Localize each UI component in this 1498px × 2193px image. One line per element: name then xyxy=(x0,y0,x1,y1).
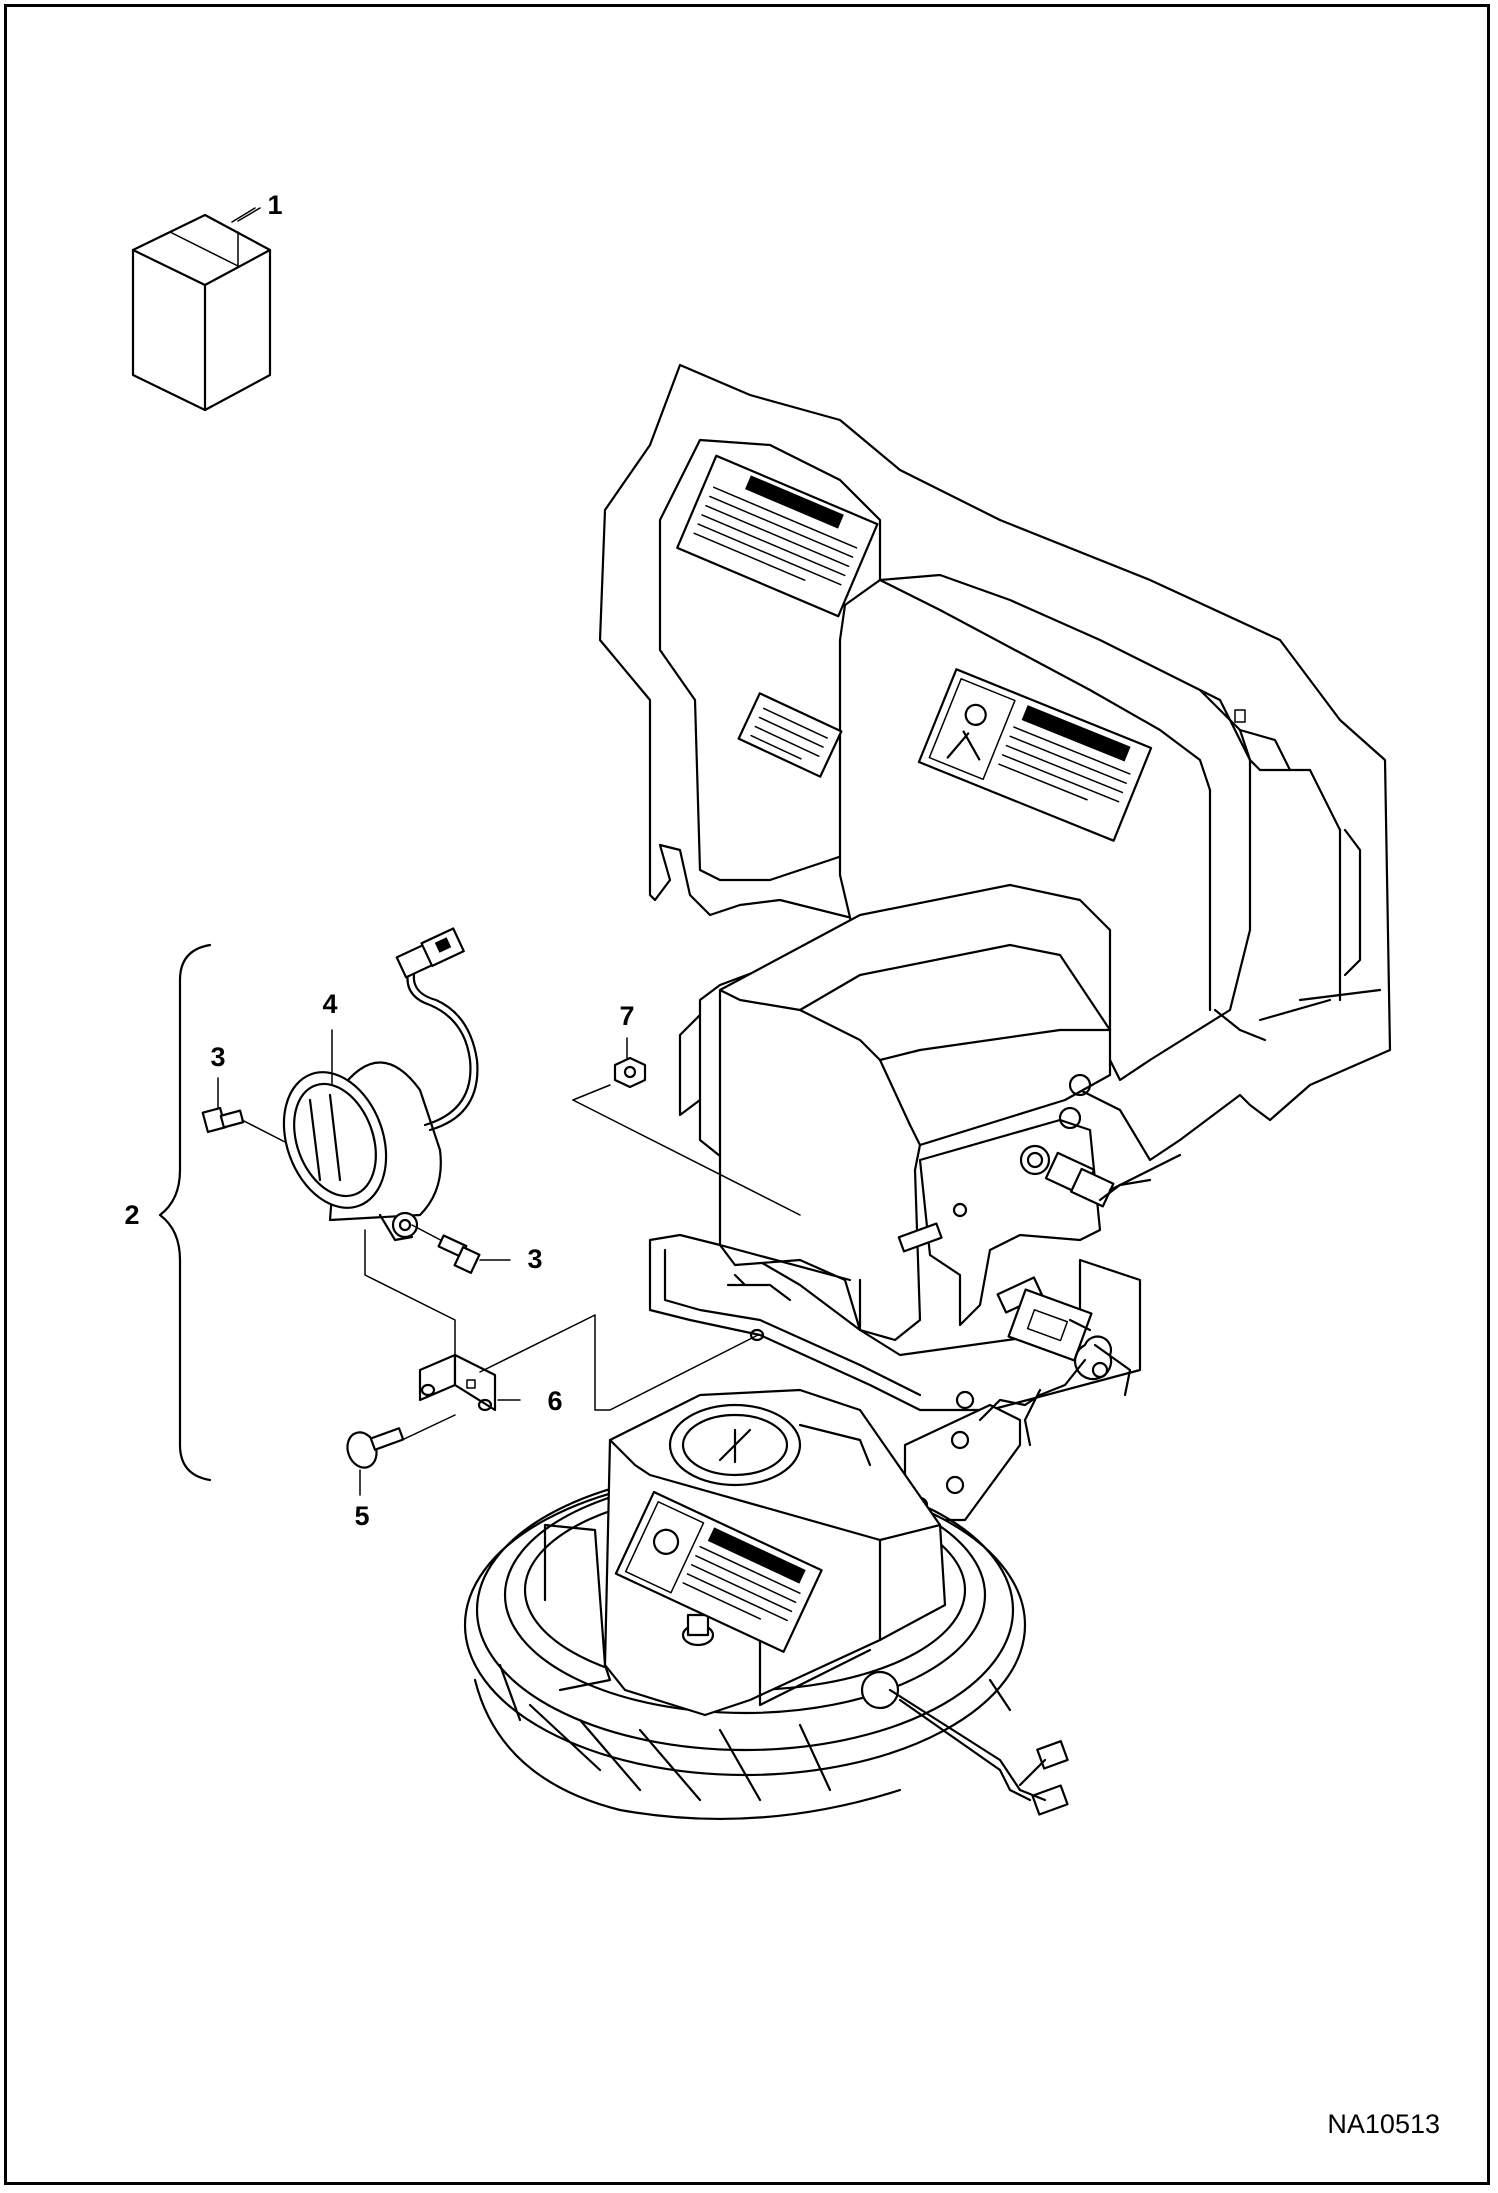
bolt-upper xyxy=(201,1106,286,1143)
callout-6: 6 xyxy=(547,1386,562,1416)
callout-leaders xyxy=(217,207,628,1496)
callout-1: 1 xyxy=(267,190,282,220)
kit-box xyxy=(131,207,272,412)
serial-plate xyxy=(737,692,843,778)
nut xyxy=(613,1056,647,1089)
callout-5: 5 xyxy=(354,1501,369,1531)
bolt-lower xyxy=(411,1224,481,1274)
assembly-lines xyxy=(364,1084,801,1441)
callout-7: 7 xyxy=(619,1001,634,1031)
callout-3-lower: 3 xyxy=(527,1244,542,1274)
carriage-bolt xyxy=(346,1427,405,1469)
drawing-number: NA10513 xyxy=(1327,2109,1440,2139)
mount-plate-lower xyxy=(903,1390,1042,1522)
callout-4: 4 xyxy=(322,989,337,1019)
callout-2: 2 xyxy=(124,1200,139,1230)
warning-decal-upper: WARNING xyxy=(917,668,1153,842)
work-light xyxy=(282,927,479,1242)
wiring-harness xyxy=(996,1144,1182,1447)
callout-3-upper: 3 xyxy=(210,1042,225,1072)
warning-decal-lower: WARNING xyxy=(614,1490,823,1653)
mounting-bracket xyxy=(418,1353,497,1412)
group-brace xyxy=(158,943,212,1482)
page-border xyxy=(4,4,1490,2185)
